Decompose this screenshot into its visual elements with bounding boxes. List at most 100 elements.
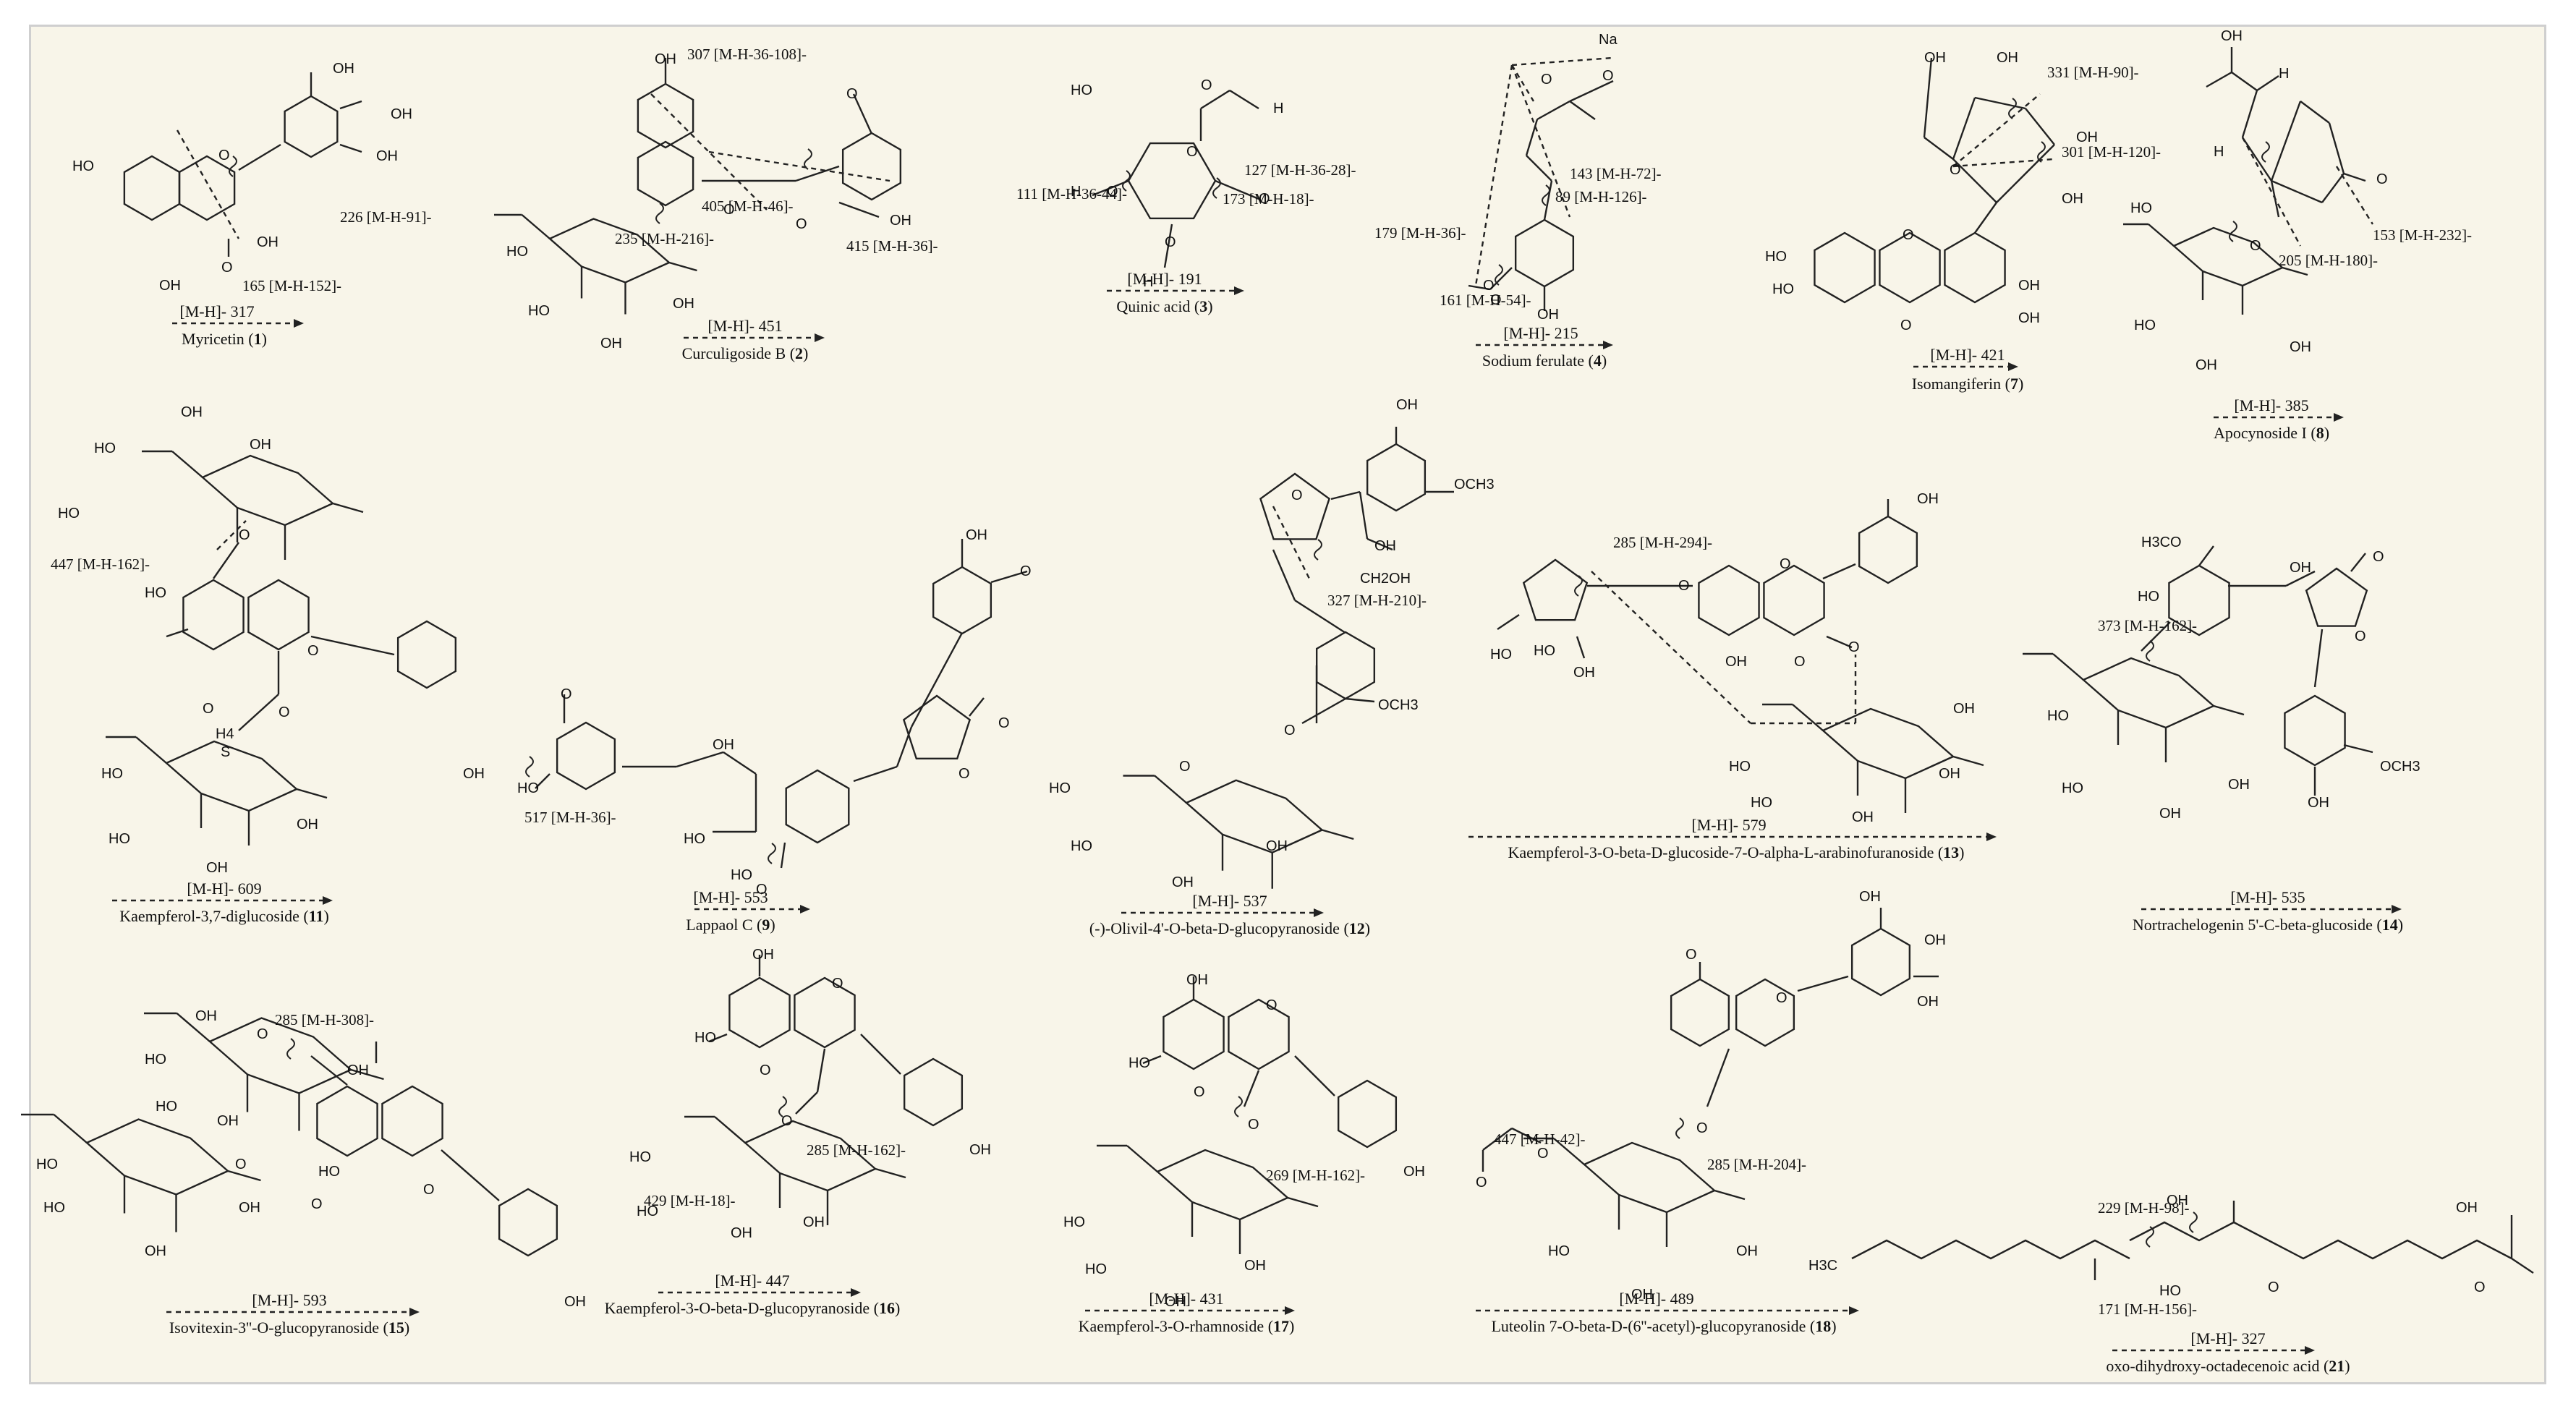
atom-label: O	[1848, 639, 1860, 655]
bond-line	[2343, 172, 2366, 182]
bond-line	[339, 143, 362, 153]
atom-label: HO	[156, 1099, 177, 1115]
bond-line	[1923, 57, 1933, 138]
fragment-label: 111 [M-H-36-44]-	[1016, 185, 1127, 203]
atom-label: O	[998, 715, 1010, 731]
atom-label: OH	[239, 1200, 260, 1216]
cleavage-mark	[1212, 177, 1221, 199]
atom-label: O	[1541, 72, 1552, 88]
bond-line	[135, 736, 167, 764]
atom-label: O	[2376, 171, 2388, 187]
bond-line	[2282, 266, 2308, 276]
cleavage-mark	[286, 1038, 295, 1060]
atom-label: O	[1259, 191, 1270, 207]
fragment-label: 331 [M-H-90]-	[2047, 64, 2139, 81]
atom-label: H	[2214, 144, 2224, 160]
cleavage-mark	[2189, 1211, 2198, 1233]
bond-line	[2213, 704, 2245, 716]
ms-arrow-head	[323, 896, 333, 905]
bond-line	[1359, 491, 1369, 540]
atom-label: O	[1776, 990, 1788, 1006]
bond-line	[668, 261, 697, 272]
atom-label: OH	[713, 737, 734, 753]
atom-label: OH	[1165, 1294, 1186, 1310]
bond-line	[708, 1033, 728, 1043]
cleavage-mark	[525, 756, 534, 778]
atom-label: OH	[1939, 766, 1960, 782]
aromatic-ring	[1670, 978, 1730, 1047]
atom-label: OH	[966, 527, 987, 543]
aromatic-ring	[498, 1188, 558, 1257]
aromatic-ring	[123, 155, 181, 221]
atom-label: HO	[101, 766, 123, 782]
atom-label: O	[2373, 549, 2384, 565]
fragment-label: 373 [M-H-162]-	[2098, 617, 2198, 634]
parent-ion-label: [M-H]- 609	[187, 880, 262, 898]
bond-line	[2206, 71, 2232, 88]
atom-label: O	[1686, 947, 1697, 963]
fragmentation-path	[708, 150, 890, 182]
sugar-ring	[200, 454, 335, 527]
ms-arrow-head	[1849, 1306, 1859, 1315]
atom-label: OH	[159, 278, 181, 294]
bond-line	[2343, 744, 2373, 754]
compound-name: Sodium ferulate (4)	[1482, 352, 1607, 370]
atom-label: O	[1900, 318, 1912, 333]
bond-line	[1092, 179, 1129, 197]
bond-line	[1294, 1055, 1335, 1096]
cleavage-mark	[2008, 98, 2017, 119]
atom-label: HO	[318, 1164, 340, 1180]
bond-line	[1526, 155, 1552, 182]
atom-label: OH	[391, 106, 412, 122]
atom-label: OH	[463, 766, 485, 782]
fragment-label: 285 [M-H-308]-	[275, 1011, 375, 1028]
atom-label: HO	[528, 303, 550, 319]
aromatic-ring	[1228, 998, 1290, 1070]
atom-label: OCH3	[2380, 759, 2420, 775]
fragment-label: 405 [M-H-46]-	[702, 197, 794, 215]
fragmentation-path	[2335, 166, 2374, 225]
bond-line	[1243, 1070, 1260, 1107]
fragmentation-path	[1952, 93, 2041, 167]
aromatic-ring	[728, 976, 791, 1049]
fragmentation-path	[1510, 64, 1571, 218]
bond-line	[860, 1034, 901, 1075]
aromatic-ring	[381, 1085, 443, 1157]
aromatic-ring	[556, 721, 616, 791]
atom-label: O	[1602, 68, 1614, 84]
atom-label: OH	[1736, 1243, 1758, 1259]
fragment-label: 173 [M-H-18]-	[1223, 190, 1314, 208]
parent-ion-label: [M-H]- 431	[1149, 1290, 1224, 1308]
aromatic-ring	[178, 155, 236, 221]
compound-name: Kaempferol-3-O-beta-D-glucopyranoside (1…	[604, 1299, 901, 1317]
aromatic-ring	[182, 579, 245, 651]
fragment-label: 179 [M-H-36]-	[1374, 224, 1466, 242]
atom-label: OH	[217, 1113, 239, 1129]
sugar-ring	[1582, 1141, 1717, 1214]
aromatic-ring	[1879, 231, 1941, 304]
atom-label: OH	[1725, 654, 1747, 670]
bond-line	[714, 1116, 746, 1143]
bond-line	[2148, 223, 2175, 247]
bond-line	[332, 502, 364, 514]
bond-line	[1525, 119, 1539, 156]
fragment-label: 285 [M-H-162]-	[807, 1141, 906, 1159]
compound-name: Myricetin (1)	[182, 330, 267, 348]
atom-label: H3CO	[2141, 534, 2182, 550]
parent-ion-label: [M-H]- 535	[2230, 888, 2305, 906]
bond-line	[1826, 635, 1853, 649]
atom-label: O	[1194, 1084, 1205, 1100]
atom-label: OH	[1537, 307, 1559, 323]
atom-label: O	[423, 1182, 435, 1198]
parent-ion-label: [M-H]- 593	[252, 1291, 327, 1309]
bond-line	[2233, 1221, 2269, 1242]
atom-label: HO	[2159, 1283, 2181, 1299]
atom-label: OH	[1997, 50, 2018, 66]
atom-label: OH	[195, 1008, 217, 1024]
cleavage-mark	[1574, 575, 1583, 597]
alkyl-chain	[2268, 1239, 2512, 1260]
atom-label: OH	[376, 148, 398, 164]
cleavage-mark	[1542, 184, 1550, 206]
compound-name: Kaempferol-3,7-diglucoside (11)	[119, 907, 329, 925]
bond-line	[441, 1149, 500, 1201]
